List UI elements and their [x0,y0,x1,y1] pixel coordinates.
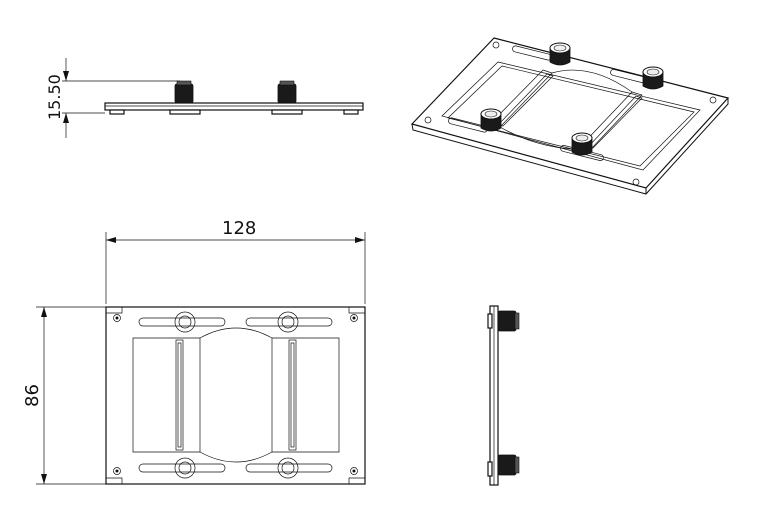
isometric-view [410,37,730,195]
iso-knob-4 [571,132,593,156]
end-knob-top [497,310,520,332]
top-knob-2 [277,311,299,333]
width-dimension: 128 [222,218,256,239]
side-view: 15.50 [45,58,364,138]
top-knob-4 [277,457,299,479]
end-view [487,305,520,486]
knob-height-dimension: 15.50 [45,74,64,120]
top-knob-3 [174,457,196,479]
height-dimension: 86 [22,384,43,407]
iso-knob-1 [549,42,571,66]
iso-knob-2 [642,66,664,90]
side-knob-right [277,80,297,104]
iso-knob-3 [480,108,502,132]
top-knob-1 [174,311,196,333]
top-view: 128 86 [22,218,366,485]
end-knob-bottom [497,454,520,476]
side-knob-left [174,80,194,104]
